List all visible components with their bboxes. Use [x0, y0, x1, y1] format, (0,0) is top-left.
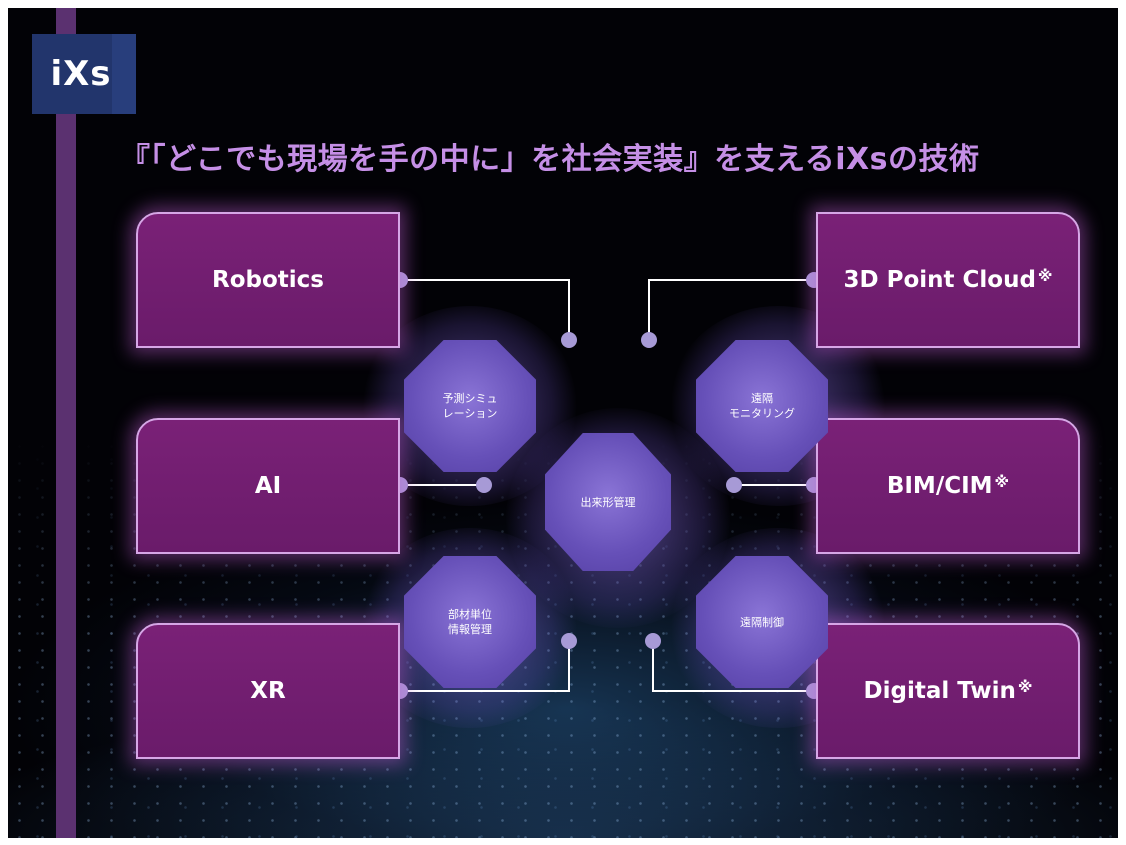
- connector-dot: [561, 332, 577, 348]
- logo-square: [32, 34, 112, 114]
- tech-box-robotics: Robotics: [136, 212, 400, 348]
- connector-dot: [726, 477, 742, 493]
- octagon-label-line: レーション: [442, 407, 498, 420]
- tech-label-robotics: Robotics: [212, 267, 324, 293]
- connector-dot: [645, 633, 661, 649]
- connector-dot: [476, 477, 492, 493]
- octagon-remote-control: 遠隔制御: [696, 556, 828, 688]
- tech-box-bim-cim: BIM/CIM※: [816, 418, 1080, 554]
- note-mark: ※: [1017, 678, 1033, 696]
- slide: iXs 『「どこでも現場を手の中に」を社会実装』を支えるiXsの技術: [8, 8, 1118, 838]
- octagon-label-line: 予測シミュ: [442, 392, 498, 405]
- note-mark: ※: [994, 473, 1010, 491]
- connector-3d-point-cloud: [648, 279, 814, 340]
- connector-dot: [641, 332, 657, 348]
- tech-box-xr: XR: [136, 623, 400, 759]
- logo-text: iXs: [50, 54, 112, 94]
- connector-robotics: [400, 279, 570, 340]
- octagon-label-line: 遠隔制御: [740, 615, 784, 629]
- connector-digital-twin: [652, 641, 814, 692]
- connector-xr: [400, 641, 570, 692]
- connector-dot: [561, 633, 577, 649]
- tech-label-3d-point-cloud: 3D Point Cloud: [843, 267, 1036, 293]
- note-mark: ※: [1037, 267, 1053, 285]
- sidebar-stripe: [56, 8, 76, 838]
- octagon-label-line: モニタリング: [729, 407, 795, 420]
- octagon-label-line: 情報管理: [448, 623, 492, 636]
- tech-label-ai: AI: [254, 473, 282, 499]
- tech-label-digital-twin: Digital Twin: [863, 678, 1016, 704]
- octagon-remote-monitoring: 遠隔 モニタリング: [696, 340, 828, 472]
- octagon-label-line: 遠隔: [751, 392, 773, 405]
- octagon-prediction-simulation: 予測シミュ レーション: [404, 340, 536, 472]
- octagon-label-line: 部材単位: [448, 608, 492, 621]
- octagon-as-built-management: 出来形管理: [545, 433, 671, 571]
- tech-box-ai: AI: [136, 418, 400, 554]
- octagon-member-info-management: 部材単位 情報管理: [404, 556, 536, 688]
- tech-box-3d-point-cloud: 3D Point Cloud※: [816, 212, 1080, 348]
- ixs-logo: iXs: [32, 34, 136, 114]
- tech-label-xr: XR: [250, 678, 286, 704]
- octagon-label-line: 出来形管理: [580, 495, 636, 509]
- tech-box-digital-twin: Digital Twin※: [816, 623, 1080, 759]
- page-title: 『「どこでも現場を手の中に」を社会実装』を支えるiXsの技術: [120, 142, 980, 177]
- tech-label-bim-cim: BIM/CIM: [886, 473, 993, 499]
